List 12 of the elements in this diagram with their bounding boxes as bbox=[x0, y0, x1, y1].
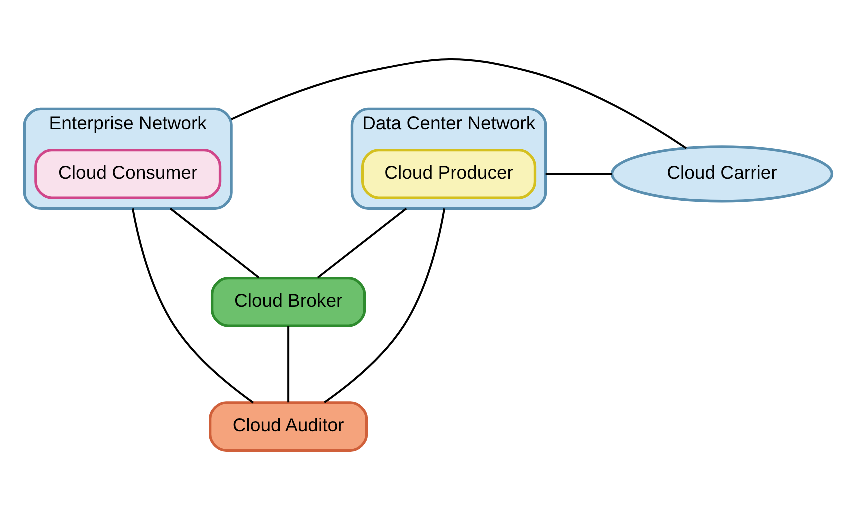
connector bbox=[288, 326, 290, 402]
node-box: Cloud Broker bbox=[211, 276, 366, 327]
node-ellipse: Cloud Carrier bbox=[610, 145, 834, 202]
connector bbox=[317, 207, 408, 278]
connector bbox=[324, 208, 446, 403]
node-box: Cloud Producer bbox=[362, 148, 537, 199]
node-box: Cloud Consumer bbox=[34, 148, 222, 199]
node-box: Cloud Auditor bbox=[209, 401, 368, 452]
connector bbox=[231, 58, 687, 149]
connector bbox=[170, 207, 260, 278]
connector bbox=[132, 208, 254, 404]
connector bbox=[546, 172, 612, 175]
